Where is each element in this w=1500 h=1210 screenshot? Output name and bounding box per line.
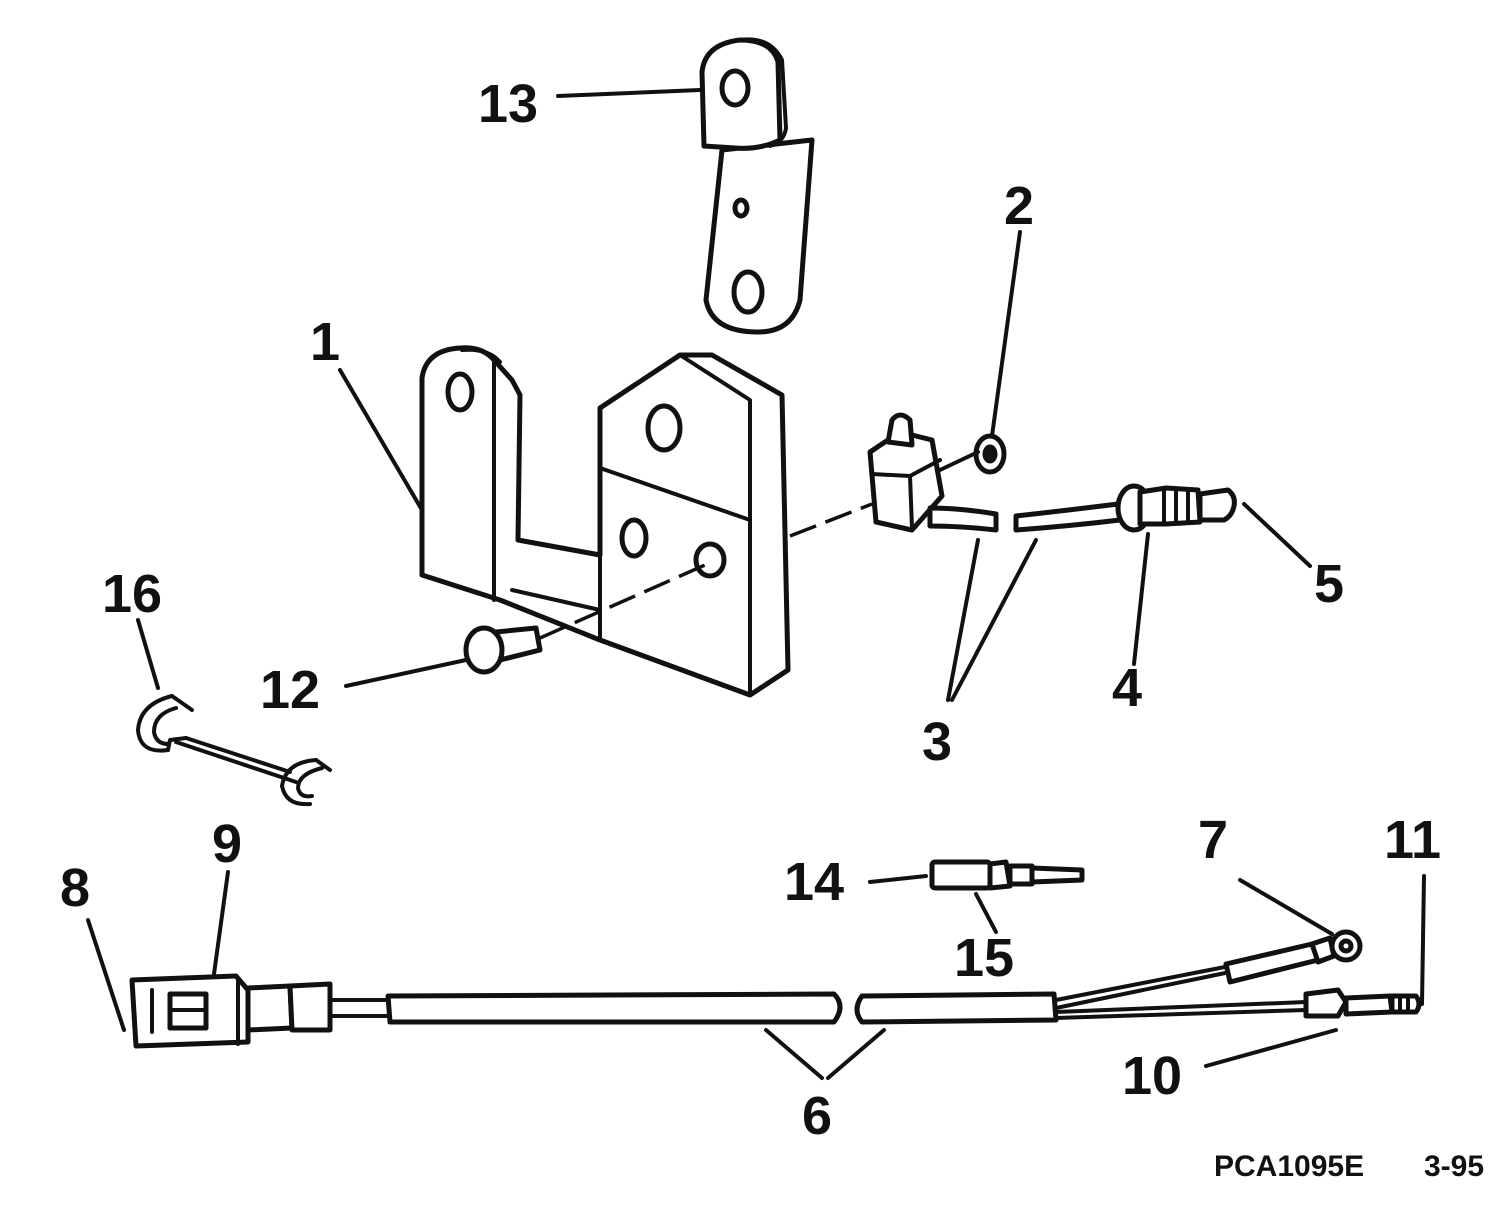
- callout-labels: 13 1 2 3 4 5 12 16 14 15 7 11 10 8 9 6: [60, 74, 1441, 1146]
- callout-3: 3: [922, 712, 952, 772]
- part-3-trim-switch: [867, 412, 999, 533]
- part-2-nut: [973, 433, 1007, 475]
- figure-code: PCA1095E: [1214, 1150, 1364, 1183]
- callout-6: 6: [802, 1086, 832, 1146]
- assembly-line-switch: [789, 502, 873, 538]
- callout-16: 16: [102, 564, 162, 624]
- callout-8: 8: [60, 858, 90, 918]
- callout-1: 1: [310, 312, 340, 372]
- callout-10: 10: [1122, 1046, 1182, 1106]
- callout-11: 11: [1384, 810, 1441, 870]
- part-1-bracket: [419, 345, 791, 698]
- callout-7: 7: [1198, 810, 1228, 870]
- part-7-ring-terminal: [1223, 929, 1363, 985]
- callout-12: 12: [260, 660, 320, 720]
- callout-9: 9: [212, 814, 242, 874]
- part-14-15-sleeve-and-pin: [929, 859, 1085, 891]
- leader-lines: [86, 88, 1426, 1080]
- callout-14: 14: [784, 852, 844, 912]
- callout-2: 2: [1004, 176, 1034, 236]
- callout-4: 4: [1112, 658, 1142, 718]
- part-8-9-connector: [129, 973, 333, 1049]
- part-12-bolt: [463, 625, 543, 675]
- part-16-retaining-clip: [136, 694, 332, 807]
- callout-15: 15: [954, 928, 1014, 988]
- callout-5: 5: [1314, 554, 1344, 614]
- callout-13: 13: [478, 74, 538, 134]
- part-13-lever-arm: [699, 37, 815, 335]
- figure-date: 3-95: [1424, 1150, 1484, 1183]
- assembly-line-bolt: [539, 563, 706, 640]
- part-4-wire-boot: [1013, 483, 1237, 533]
- part-6-wiring-harness: [328, 964, 1308, 1025]
- part-10-11-bullet-terminal: [1303, 987, 1422, 1019]
